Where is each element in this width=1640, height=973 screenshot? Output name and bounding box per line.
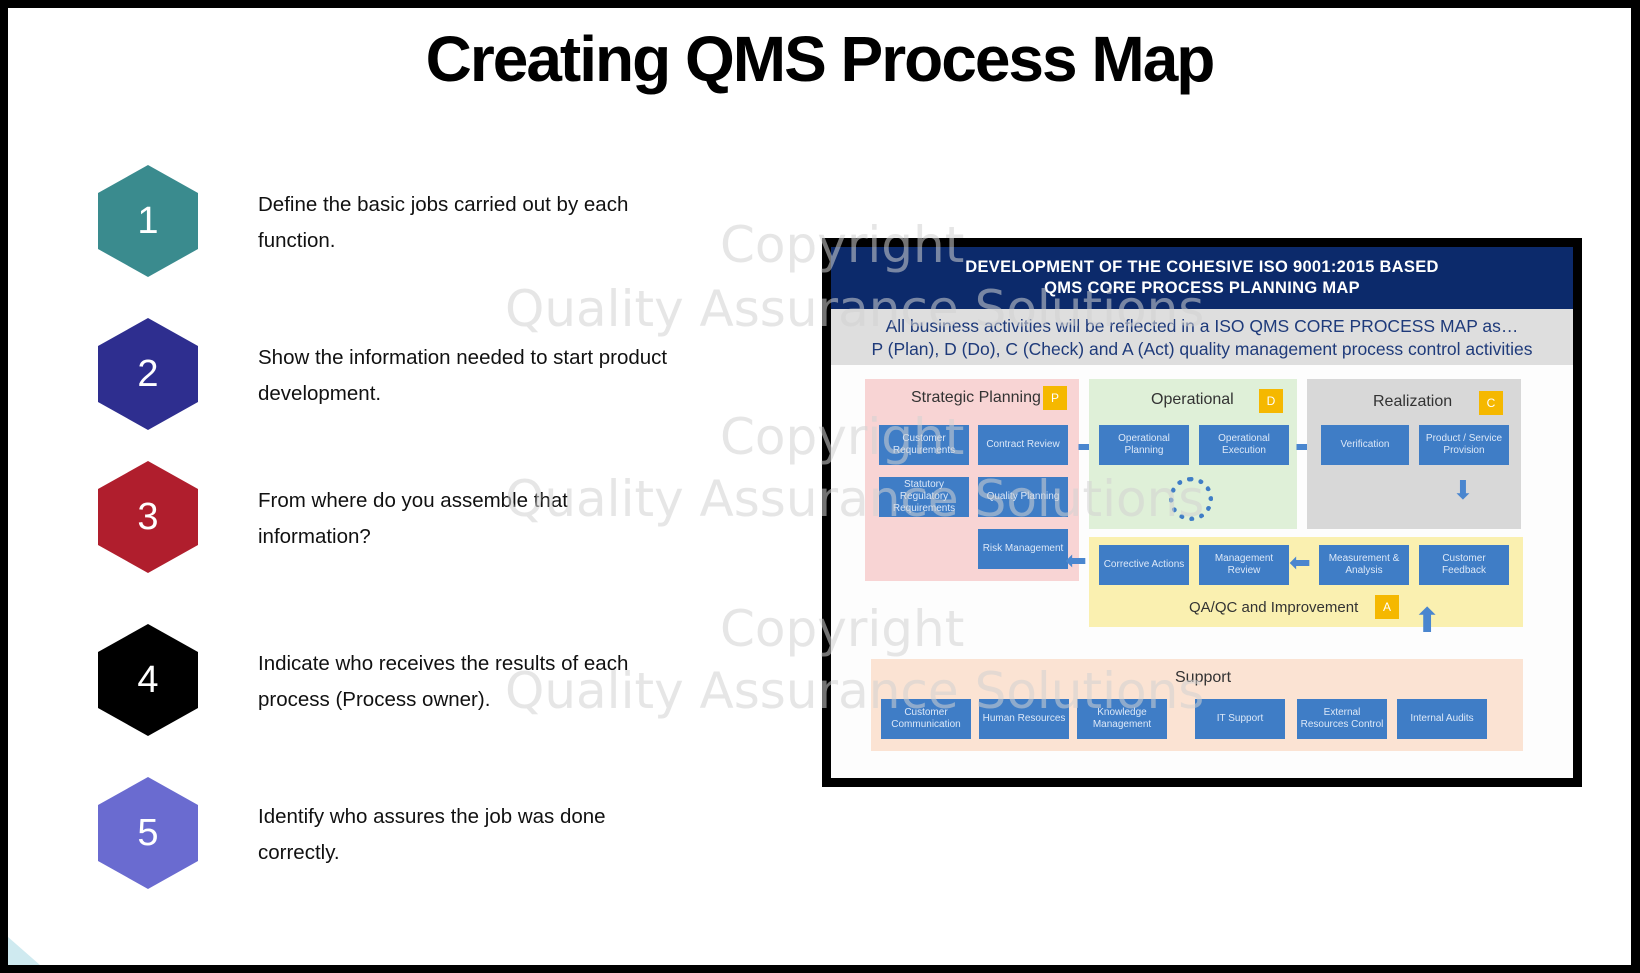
- zone-realization: Realization C Verification Product / Ser…: [1307, 379, 1521, 529]
- arrow-up-icon: ⬆: [1413, 602, 1442, 640]
- box-internal-audits: Internal Audits: [1397, 699, 1487, 739]
- hexagon-badge-2: 2: [98, 318, 198, 430]
- map-sub-line1: All business activities will be reflecte…: [885, 316, 1519, 336]
- step-text: From where do you assemble that informat…: [258, 489, 568, 548]
- corner-decoration: [8, 937, 40, 965]
- page-title: Creating QMS Process Map: [425, 23, 1216, 95]
- tag-p: P: [1043, 386, 1067, 410]
- zone-title: Strategic Planning: [911, 389, 1041, 406]
- step-text: Indicate who receives the results of eac…: [258, 652, 629, 711]
- box-operational-planning: Operational Planning: [1099, 425, 1189, 465]
- box-human-resources: Human Resources: [979, 699, 1069, 739]
- process-map-frame: DEVELOPMENT OF THE COHESIVE ISO 9001:201…: [822, 238, 1582, 787]
- map-header-line1: DEVELOPMENT OF THE COHESIVE ISO 9001:201…: [965, 258, 1439, 276]
- box-customer-communication: Customer Communication: [881, 699, 971, 739]
- box-customer-requirements: Customer Requirements: [879, 425, 969, 465]
- zone-operational: Operational D Operational Planning Opera…: [1089, 379, 1297, 529]
- arrow-down-icon: ⬇: [1452, 475, 1474, 505]
- tag-d: D: [1259, 389, 1283, 413]
- zone-strategic-planning: Strategic Planning P Customer Requiremen…: [865, 379, 1079, 581]
- box-knowledge-management: Knowledge Management: [1077, 699, 1167, 739]
- map-sub-line2: P (Plan), D (Do), C (Check) and A (Act) …: [871, 339, 1533, 359]
- box-operational-execution: Operational Execution: [1199, 425, 1289, 465]
- box-measurement-analysis: Measurement & Analysis: [1319, 545, 1409, 585]
- box-customer-feedback: Customer Feedback: [1419, 545, 1509, 585]
- hexagon-badge-3: 3: [98, 461, 198, 573]
- zone-support: Support Customer Communication Human Res…: [871, 659, 1523, 751]
- step-text: Define the basic jobs carried out by eac…: [258, 193, 629, 252]
- box-contract-review: Contract Review: [978, 425, 1068, 465]
- step-text: Identify who assures the job was done co…: [258, 805, 606, 864]
- step-2: 2 Show the information needed to start p…: [98, 318, 678, 438]
- zone-qa-qc-improvement: Corrective Actions Management Review Mea…: [1089, 537, 1523, 627]
- box-statutory-requirements: Statutory Regulatory Requirements: [879, 477, 969, 517]
- box-product-service-provision: Product / Service Provision: [1419, 425, 1509, 465]
- box-external-resources-control: External Resources Control: [1297, 699, 1387, 739]
- box-corrective-actions: Corrective Actions: [1099, 545, 1189, 585]
- step-number: 5: [137, 811, 159, 854]
- zone-title: Support: [1175, 669, 1232, 686]
- map-subheader: All business activities will be reflecte…: [831, 309, 1573, 365]
- step-1: 1 Define the basic jobs carried out by e…: [98, 165, 678, 285]
- zone-title: Realization: [1373, 393, 1453, 410]
- zone-title: Operational: [1151, 391, 1234, 408]
- step-number: 1: [137, 199, 159, 242]
- tag-c: C: [1479, 391, 1503, 415]
- hexagon-badge-5: 5: [98, 777, 198, 889]
- tag-a: A: [1375, 595, 1399, 619]
- box-quality-planning: Quality Planning: [978, 477, 1068, 517]
- box-it-support: IT Support: [1195, 699, 1285, 739]
- step-number: 4: [137, 658, 159, 701]
- zone-title: QA/QC and Improvement: [1189, 599, 1359, 616]
- box-verification: Verification: [1321, 425, 1409, 465]
- hexagon-badge-1: 1: [98, 165, 198, 277]
- step-5: 5 Identify who assures the job was done …: [98, 777, 678, 897]
- box-management-review: Management Review: [1199, 545, 1289, 585]
- cycle-icon: [1169, 477, 1213, 521]
- arrow-left-icon: ⬅: [1289, 547, 1311, 577]
- map-header-line2: QMS CORE PROCESS PLANNING MAP: [1044, 279, 1360, 297]
- arrow-left-icon: ⬅: [1065, 545, 1087, 575]
- step-3: 3 From where do you assemble that inform…: [98, 461, 678, 581]
- step-text: Show the information needed to start pro…: [258, 346, 668, 405]
- map-header: DEVELOPMENT OF THE COHESIVE ISO 9001:201…: [831, 247, 1573, 309]
- step-number: 2: [137, 352, 159, 395]
- box-risk-management: Risk Management: [978, 529, 1068, 569]
- step-4: 4 Indicate who receives the results of e…: [98, 624, 678, 744]
- process-map: DEVELOPMENT OF THE COHESIVE ISO 9001:201…: [831, 247, 1573, 778]
- step-number: 3: [137, 495, 159, 538]
- hexagon-badge-4: 4: [98, 624, 198, 736]
